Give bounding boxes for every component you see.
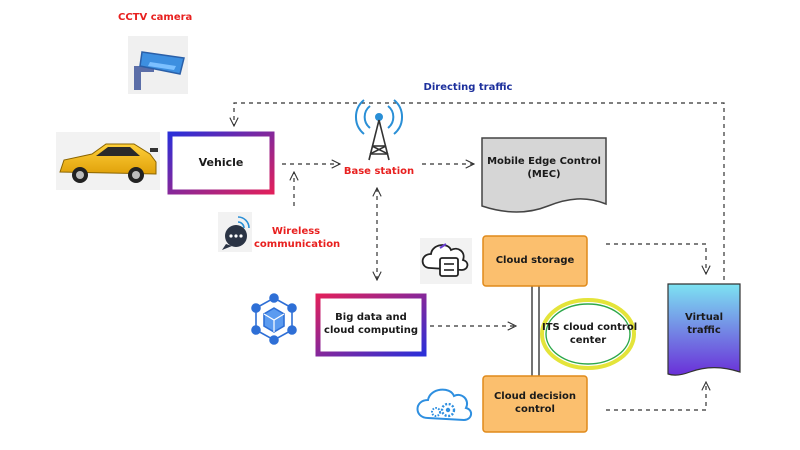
- car-icon: [56, 132, 160, 190]
- cloud-decision-label-line2: control: [515, 403, 555, 415]
- vehicle-label: Vehicle: [198, 156, 244, 169]
- its-label-line1: ITS cloud control: [542, 322, 638, 333]
- big-data-label: Big data and cloud computing: [318, 312, 424, 337]
- virtual-label-line2: traffic: [687, 324, 721, 336]
- cloud-decision-box: [482, 375, 588, 433]
- vehicle-box: [167, 131, 275, 195]
- wireless-label-line1: Wireless: [271, 226, 321, 237]
- mec-label: Mobile Edge Control (MEC): [482, 156, 606, 181]
- wireless-communication-label: Wireless communication: [254, 226, 341, 251]
- mec-label-line1: Mobile Edge Control: [487, 156, 601, 167]
- cloud-decision-label-line1: Cloud decision: [493, 391, 577, 402]
- wireless-label-line2: communication: [254, 238, 341, 250]
- virtual-traffic-shape: [667, 283, 741, 376]
- its-center-ring: [540, 298, 636, 370]
- antenna-tower-icon: [354, 99, 404, 161]
- chat-bubble-icon: [218, 212, 252, 252]
- its-label-line2: center: [569, 334, 607, 346]
- directing-traffic-label: Directing traffic: [423, 82, 513, 93]
- cctv-camera-icon: [128, 36, 188, 94]
- big-data-box: [315, 293, 427, 357]
- storage-to-virtual-arrow: [606, 243, 706, 274]
- connectors: [234, 102, 725, 411]
- mec-label-line2: (MEC): [527, 168, 561, 180]
- big-data-label-line2: cloud computing: [324, 324, 418, 336]
- mec-document: [481, 137, 607, 213]
- decision-to-virtual-arrow: [606, 382, 706, 411]
- cloud-storage-label: Cloud storage: [495, 255, 575, 266]
- virtual-label-line1: Virtual: [685, 312, 723, 323]
- cctv-camera-label: CCTV camera: [118, 12, 193, 23]
- cube-network-icon: [251, 293, 297, 345]
- cloud-gear-icon: [416, 388, 472, 422]
- its-center-ring-inner: [545, 303, 631, 365]
- cloud-storage-box: [482, 235, 588, 287]
- directing-traffic-arrow: [234, 102, 725, 280]
- base-station-label: Base station: [343, 166, 415, 177]
- big-data-label-line1: Big data and: [335, 312, 407, 323]
- cloud-link: [531, 286, 540, 376]
- its-center-label: ITS cloud control center: [542, 322, 638, 347]
- virtual-traffic-label: Virtual traffic: [668, 312, 740, 337]
- cloud-decision-label: Cloud decision control: [483, 391, 587, 416]
- cloud-server-icon: [420, 238, 472, 284]
